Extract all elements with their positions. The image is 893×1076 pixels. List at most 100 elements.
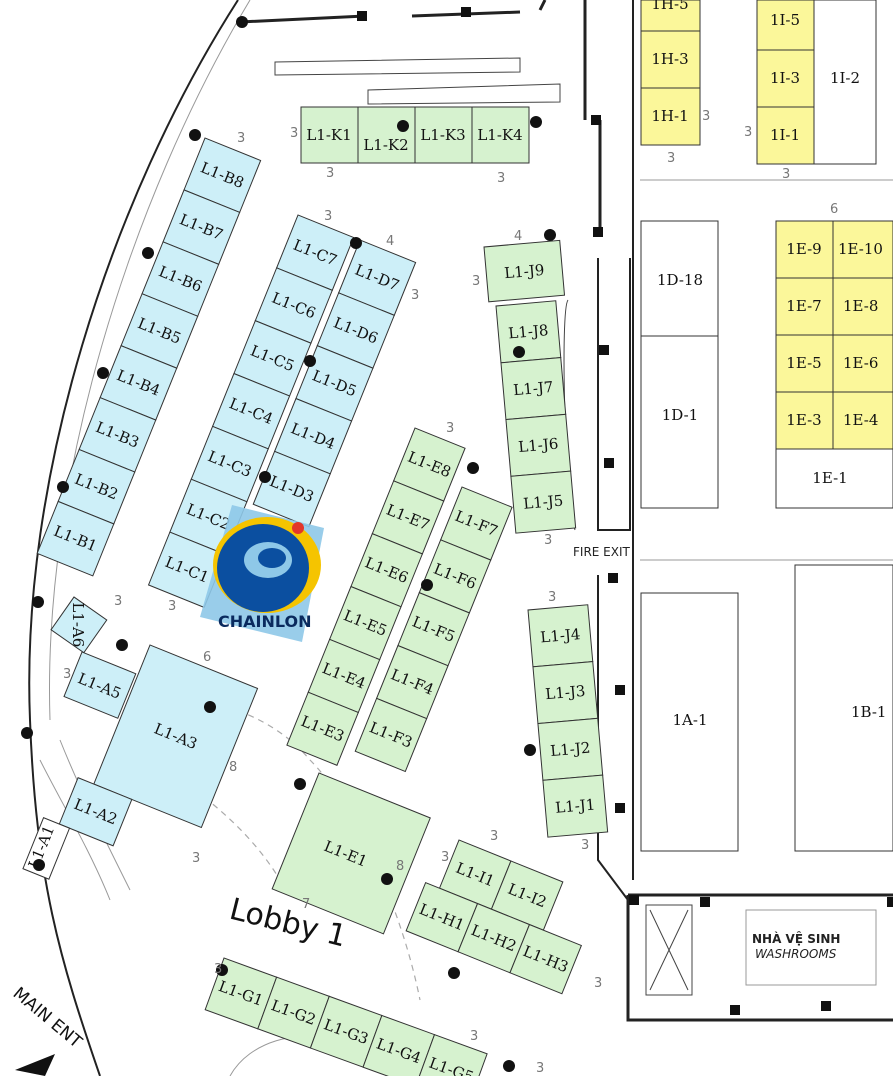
wall-column-0: [357, 11, 367, 21]
service-block-wall: [626, 893, 893, 1022]
booth-label-l1-k3: L1-K3: [420, 126, 465, 144]
booth-l1-a6[interactable]: [50, 596, 108, 654]
pillar-20: [421, 579, 433, 591]
pillar-21: [524, 744, 536, 756]
hall-booth-1e10[interactable]: [832, 220, 893, 279]
wall-column-10: [700, 897, 710, 907]
hall-label-1i5: 1I-5: [770, 11, 800, 29]
booth-l1-k4[interactable]: [471, 106, 530, 164]
hall-label-1d18: 1D-18: [657, 271, 703, 289]
booth-l1-a2[interactable]: [58, 777, 133, 847]
wall-column-7: [615, 685, 625, 695]
booth-group-ih: L1-I1 L1-I2 L1-H1 L1-H2 L1-H3: [405, 839, 583, 995]
hall-booth-1a1[interactable]: [640, 592, 739, 852]
dim-c-bottom: 3: [168, 599, 176, 614]
hall-label-1i2: 1I-2: [830, 69, 860, 87]
dim-k-bottom-2: 3: [497, 171, 505, 186]
pillar-1: [189, 129, 201, 141]
pillar-14: [259, 471, 271, 483]
booth-l1-f3[interactable]: [354, 697, 428, 773]
hall-booth-1d18[interactable]: [640, 220, 719, 337]
hall-a-b-group: 1A-1 1B-1: [640, 564, 893, 852]
hall-booth-1e3[interactable]: [775, 391, 834, 450]
booth-label-l1-j8: L1-J8: [508, 321, 550, 342]
dimension-labels: 3 3 3 3 3 4 3 3 3 3 6 8 3 3 7 8 3 4 3 3 …: [63, 109, 838, 1076]
pillar-15: [397, 120, 409, 132]
dim-g-left: 3: [214, 962, 222, 977]
booth-l1-e1[interactable]: [271, 772, 431, 935]
dim-a3-top: 6: [203, 650, 211, 665]
dim-a5: 3: [63, 667, 71, 682]
booth-l1-g5[interactable]: [415, 1033, 488, 1076]
corridor-bench-2: [367, 83, 561, 105]
booth-l1-j5[interactable]: [510, 470, 577, 534]
booth-label-l1-j5: L1-J5: [522, 491, 564, 512]
wall-column-2: [591, 115, 601, 125]
pillar-17: [544, 229, 556, 241]
booth-l1-a3[interactable]: [93, 644, 259, 829]
booth-l1-k1[interactable]: [300, 106, 359, 164]
booth-l1-a5[interactable]: [63, 651, 137, 719]
circulation-path: [129, 696, 421, 1001]
circulation-path-2: [149, 759, 281, 881]
hall-booth-1i2[interactable]: [813, 0, 877, 165]
spine-wall-mid: [597, 258, 631, 531]
wall-column-8: [615, 803, 625, 813]
logo-red-dot: [292, 522, 304, 534]
washroom-en-label: WASHROOMS: [755, 947, 837, 961]
hall-label-1e4: 1E-4: [843, 411, 878, 429]
booth-l1-j1[interactable]: [542, 774, 609, 838]
hall-booth-1h3[interactable]: [640, 30, 701, 89]
dim-g-right: 3: [536, 1061, 544, 1076]
hall-booth-1e4[interactable]: [832, 391, 893, 450]
hall-booth-1e8[interactable]: [832, 277, 893, 336]
pillars: [21, 7, 893, 1072]
hall-booth-1d1[interactable]: [640, 335, 719, 509]
booth-label-l1-k2: L1-K2: [363, 136, 408, 154]
hall-booth-1i5[interactable]: [756, 0, 815, 51]
booth-row-k: L1-K1 L1-K2 L1-K3 L1-K4: [300, 106, 530, 164]
hall-booth-1h5[interactable]: [640, 0, 701, 32]
wall-column-11: [730, 1005, 740, 1015]
booth-l1-e3[interactable]: [286, 691, 359, 766]
hall-booth-1e7[interactable]: [775, 277, 834, 336]
booth-l1-b1[interactable]: [36, 500, 115, 577]
hall-booth-1h1[interactable]: [640, 87, 701, 146]
dim-b-top: 3: [237, 131, 245, 146]
booth-label-l1-j9: L1-J9: [504, 261, 546, 282]
entrance-arrow-icon: [15, 1054, 55, 1076]
hall-booth-1e1[interactable]: [775, 448, 893, 509]
booth-l1-k2[interactable]: [357, 106, 416, 164]
corridor-bench: [274, 57, 521, 76]
hall-label-1i3: 1I-3: [770, 69, 800, 87]
top-wall: [239, 0, 547, 24]
hall-label-1e10: 1E-10: [838, 240, 883, 258]
dim-e1-right: 8: [396, 859, 404, 874]
dim-k-left: 3: [290, 126, 298, 141]
dim-e-hall-top: 6: [830, 202, 838, 217]
hall-label-1d1: 1D-1: [662, 406, 698, 424]
pillar-7: [33, 859, 45, 871]
wall-column-9: [629, 895, 639, 905]
dim-e-top: 3: [446, 421, 454, 436]
fire-exit-label: FIRE EXIT: [573, 545, 631, 559]
booth-l1-j9[interactable]: [483, 239, 566, 303]
main-entrance-label: MAIN ENT: [9, 984, 86, 1053]
curved-inner-wall: [49, 0, 251, 721]
pillar-11: [381, 873, 393, 885]
dim-h-right: 3: [702, 109, 710, 124]
dim-g-top: 3: [470, 1029, 478, 1044]
booth-l1-k3[interactable]: [414, 106, 473, 164]
wall-column-3: [593, 227, 603, 237]
booth-l1-h3[interactable]: [509, 923, 583, 995]
hall-booth-1b1[interactable]: [794, 564, 893, 852]
washroom-vi-label: NHÀ VỆ SINH: [752, 931, 840, 946]
dim-h-bottom: 3: [667, 151, 675, 166]
hall-label-1e7: 1E-7: [786, 297, 821, 315]
dim-d-right: 3: [411, 288, 419, 303]
